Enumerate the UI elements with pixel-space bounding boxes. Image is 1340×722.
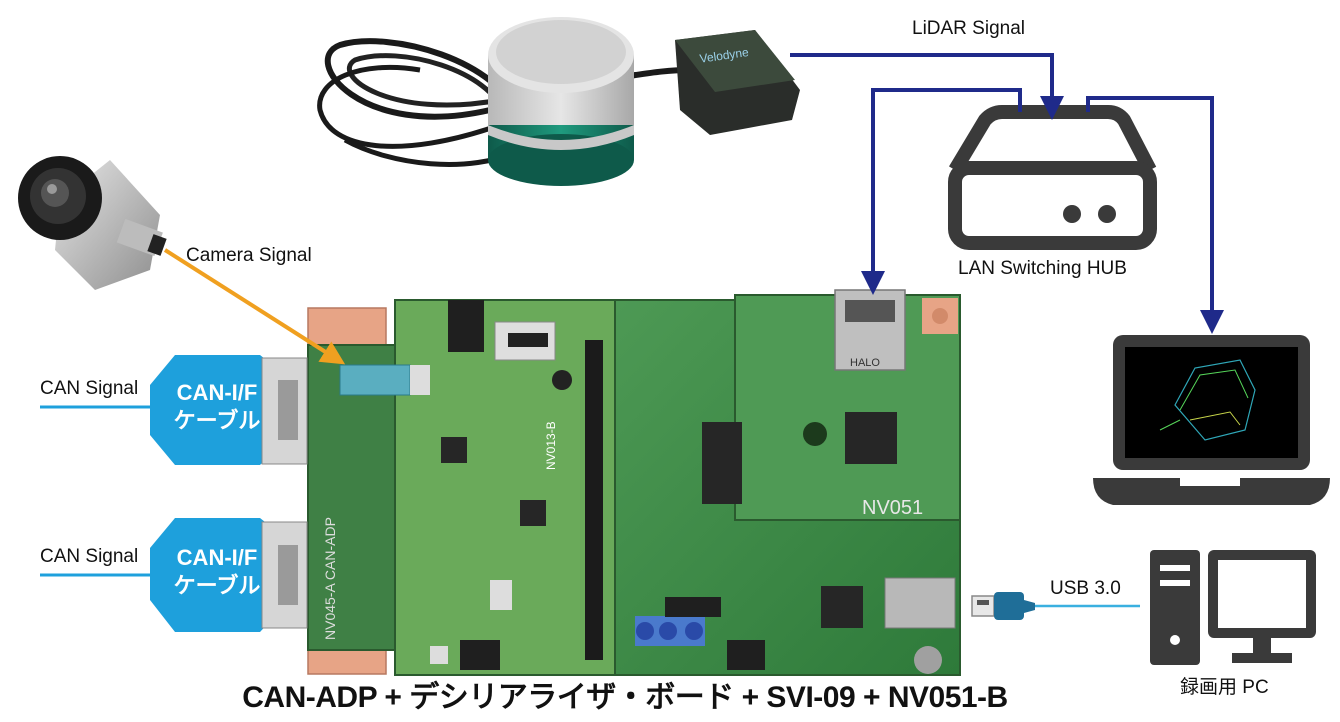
can-signal-label-1: CAN Signal — [40, 378, 139, 399]
pcb-board-assembly: HALO NV045-A CAN-ADP NV013-B NV051 — [307, 289, 961, 676]
lidar-brand-label: Velodyne — [699, 45, 750, 66]
usb-plug-icon — [971, 592, 1140, 620]
can-adp-board-label: NV045-A CAN-ADP — [322, 517, 338, 640]
lan-hub-label: LAN Switching HUB — [958, 258, 1127, 279]
lidar-sensor — [317, 17, 691, 186]
system-caption: CAN-ADP + デシリアライザ・ボード + SVI-09 + NV051-B — [242, 681, 1008, 714]
lidar-signal-arrow — [790, 53, 1064, 120]
can-if-cable-2: CAN-I/F ケーブル — [40, 518, 308, 632]
hub-to-board-arrow — [861, 88, 1022, 295]
hub-to-laptop-arrow — [1086, 96, 1224, 334]
can-if-cable-2-label-line1: CAN-I/F — [177, 545, 258, 570]
can-if-cable-1: CAN-I/F ケーブル — [40, 355, 308, 465]
laptop-icon — [1093, 335, 1330, 505]
svi-board-label: NV013-B — [544, 421, 558, 470]
can-if-cable-1-label-line2: ケーブル — [174, 408, 261, 433]
camera-icon — [18, 156, 167, 290]
can-if-cable-2-label-line2: ケーブル — [174, 573, 261, 598]
camera-signal-arrow — [163, 248, 346, 365]
can-signal-label-2: CAN Signal — [40, 546, 139, 567]
lan-switching-hub-icon — [948, 105, 1157, 250]
usb-label: USB 3.0 — [1050, 578, 1121, 599]
desktop-pc-icon — [1150, 550, 1316, 665]
can-if-cable-1-label-line1: CAN-I/F — [177, 380, 258, 405]
rj45-halo-label: HALO — [850, 357, 880, 369]
lidar-signal-label: LiDAR Signal — [912, 18, 1025, 39]
nv051-board-label: NV051 — [862, 497, 923, 519]
lidar-interface-box: Velodyne — [675, 30, 800, 135]
camera-signal-label: Camera Signal — [186, 245, 312, 266]
recording-pc-label: 録画用 PC — [1180, 677, 1269, 698]
